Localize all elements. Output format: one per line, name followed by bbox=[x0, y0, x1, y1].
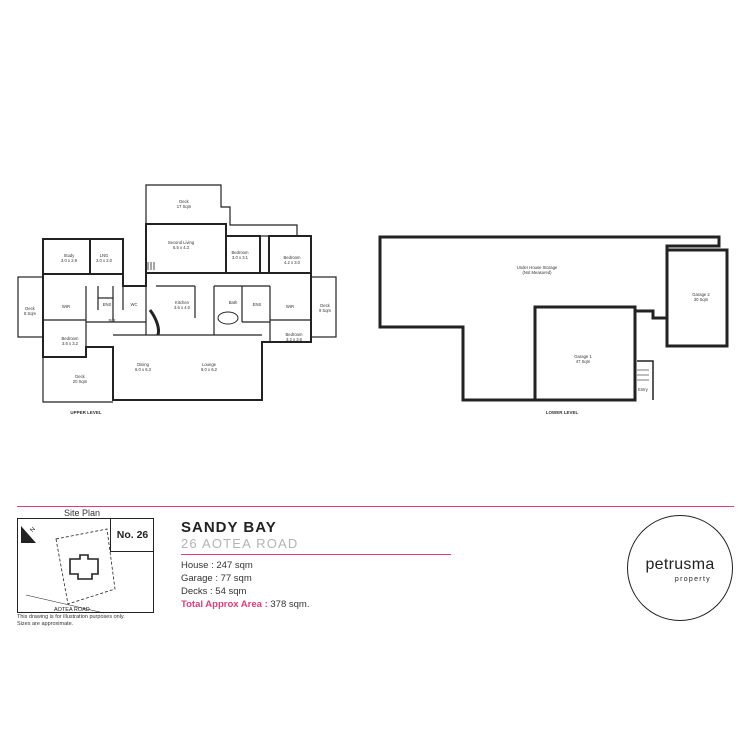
garage-1-walls bbox=[533, 305, 637, 402]
deck-south-walls bbox=[42, 357, 113, 403]
road-line bbox=[25, 594, 105, 614]
room-dims: 3.2 x 3.6 bbox=[286, 337, 303, 342]
room-label: Kitchen bbox=[175, 300, 190, 305]
room-label: Bedroom bbox=[286, 332, 304, 337]
lower-room-labels: Under House Storage (Not Measured) Garag… bbox=[517, 265, 711, 392]
brand-logo: petrusma property bbox=[627, 515, 733, 621]
site-plan-box: N AOTEA ROAD bbox=[17, 518, 154, 614]
upper-level-label: UPPER LEVEL bbox=[70, 410, 102, 415]
room-label: Bedroom bbox=[232, 250, 250, 255]
disclaimer-line-1: This drawing is for illustration purpose… bbox=[17, 614, 125, 620]
room-label: WIR bbox=[62, 304, 70, 309]
entry-walls bbox=[637, 360, 654, 400]
north-arrow-icon bbox=[21, 526, 36, 543]
room-dims: 3.6 x 3.2 bbox=[62, 341, 79, 346]
lower-level-plan bbox=[378, 235, 729, 402]
room-label: Entry bbox=[638, 387, 649, 392]
room-label: Second Living bbox=[168, 240, 195, 245]
room-label: LNG bbox=[100, 253, 109, 258]
lot-number: No. 26 bbox=[110, 518, 154, 552]
upper-level-plan bbox=[17, 184, 337, 403]
road-label: AOTEA ROAD bbox=[54, 607, 90, 613]
room-dims: 3.0 x 2.9 bbox=[61, 258, 78, 263]
logo-wordmark: petrusma bbox=[645, 556, 715, 573]
site-plan-drawing: N AOTEA ROAD bbox=[21, 526, 116, 614]
room-label: Bedroom bbox=[284, 255, 302, 260]
site-plan-title: Site Plan bbox=[64, 508, 101, 518]
room-dims: 20 Sqm bbox=[73, 379, 88, 384]
room-dims: 30 Sqm bbox=[694, 297, 709, 302]
room-label: Bath bbox=[229, 300, 238, 305]
decks-area: Decks : 54 sqm bbox=[181, 586, 247, 597]
room-label: Garage 1 bbox=[574, 354, 592, 359]
room-dims: 3.0 x 2.0 bbox=[96, 258, 113, 263]
suburb-title: SANDY BAY bbox=[181, 519, 277, 536]
room-dims: 9.0 x 6.2 bbox=[201, 367, 218, 372]
house-footprint-icon bbox=[69, 554, 99, 580]
robe-walls bbox=[259, 235, 270, 274]
room-label: ENS bbox=[253, 302, 262, 307]
room-label: WIR bbox=[286, 304, 294, 309]
room-dims: 4.2 x 3.0 bbox=[284, 260, 301, 265]
room-label: Deck bbox=[179, 199, 189, 204]
room-dims: (Not Measured) bbox=[522, 270, 552, 275]
total-area-label: Total Approx Area : bbox=[181, 599, 268, 610]
room-label: Lounge bbox=[202, 362, 217, 367]
room-dims: 3.0 x 3.1 bbox=[232, 255, 249, 260]
room-label: ENS bbox=[103, 302, 112, 307]
room-label: B/R bbox=[109, 318, 116, 323]
address-subtitle: 26 AOTEA ROAD bbox=[181, 536, 299, 551]
lot-boundary bbox=[55, 528, 116, 605]
total-area: Total Approx Area : 378 sqm. bbox=[181, 599, 309, 610]
room-dims: 3.6 x 4.0 bbox=[174, 305, 191, 310]
room-dims: 5.5 x 4.3 bbox=[173, 245, 190, 250]
floor-plans: Deck 17 Sqm Second Living 5.5 x 4.3 Bedr… bbox=[17, 184, 729, 415]
disclaimer: This drawing is for illustration purpose… bbox=[17, 614, 157, 628]
deck-top-outline bbox=[145, 184, 298, 236]
room-dims: 9 Sqm bbox=[319, 308, 332, 313]
room-label: WC bbox=[131, 302, 138, 307]
room-dims: 8 Sqm bbox=[24, 311, 37, 316]
room-label: Garage 2 bbox=[692, 292, 710, 297]
section-divider bbox=[17, 506, 734, 507]
disclaimer-line-2: Sizes are approximate. bbox=[17, 621, 74, 627]
house-area: House : 247 sqm bbox=[181, 560, 253, 571]
room-label: Deck bbox=[320, 303, 330, 308]
north-label: N bbox=[30, 527, 37, 534]
room-label: Dining bbox=[137, 362, 150, 367]
total-area-value: 378 sqm. bbox=[267, 599, 310, 610]
room-label: Under House Storage bbox=[517, 265, 558, 270]
room-label: Bedroom bbox=[62, 336, 80, 341]
room-label: Study bbox=[64, 253, 76, 258]
garage-area: Garage : 77 sqm bbox=[181, 573, 252, 584]
subtitle-underline bbox=[181, 554, 451, 555]
bath-tub bbox=[217, 311, 239, 325]
logo-tagline: property bbox=[674, 576, 711, 583]
room-label: Deck bbox=[25, 306, 35, 311]
deck-west-walls bbox=[17, 276, 44, 338]
storage-walls bbox=[378, 235, 721, 402]
lower-level-label: LOWER LEVEL bbox=[546, 410, 579, 415]
room-label: Deck bbox=[75, 374, 85, 379]
room-dims: 17 Sqm bbox=[177, 204, 192, 209]
garage-2-walls bbox=[665, 248, 729, 348]
deck-east-walls bbox=[310, 276, 337, 338]
main-body-walls bbox=[42, 272, 312, 401]
room-dims: 6.0 x 6.3 bbox=[135, 367, 152, 372]
upper-room-labels: Deck 17 Sqm Second Living 5.5 x 4.3 Bedr… bbox=[24, 199, 332, 384]
room-dims: 47 Sqm bbox=[576, 359, 591, 364]
